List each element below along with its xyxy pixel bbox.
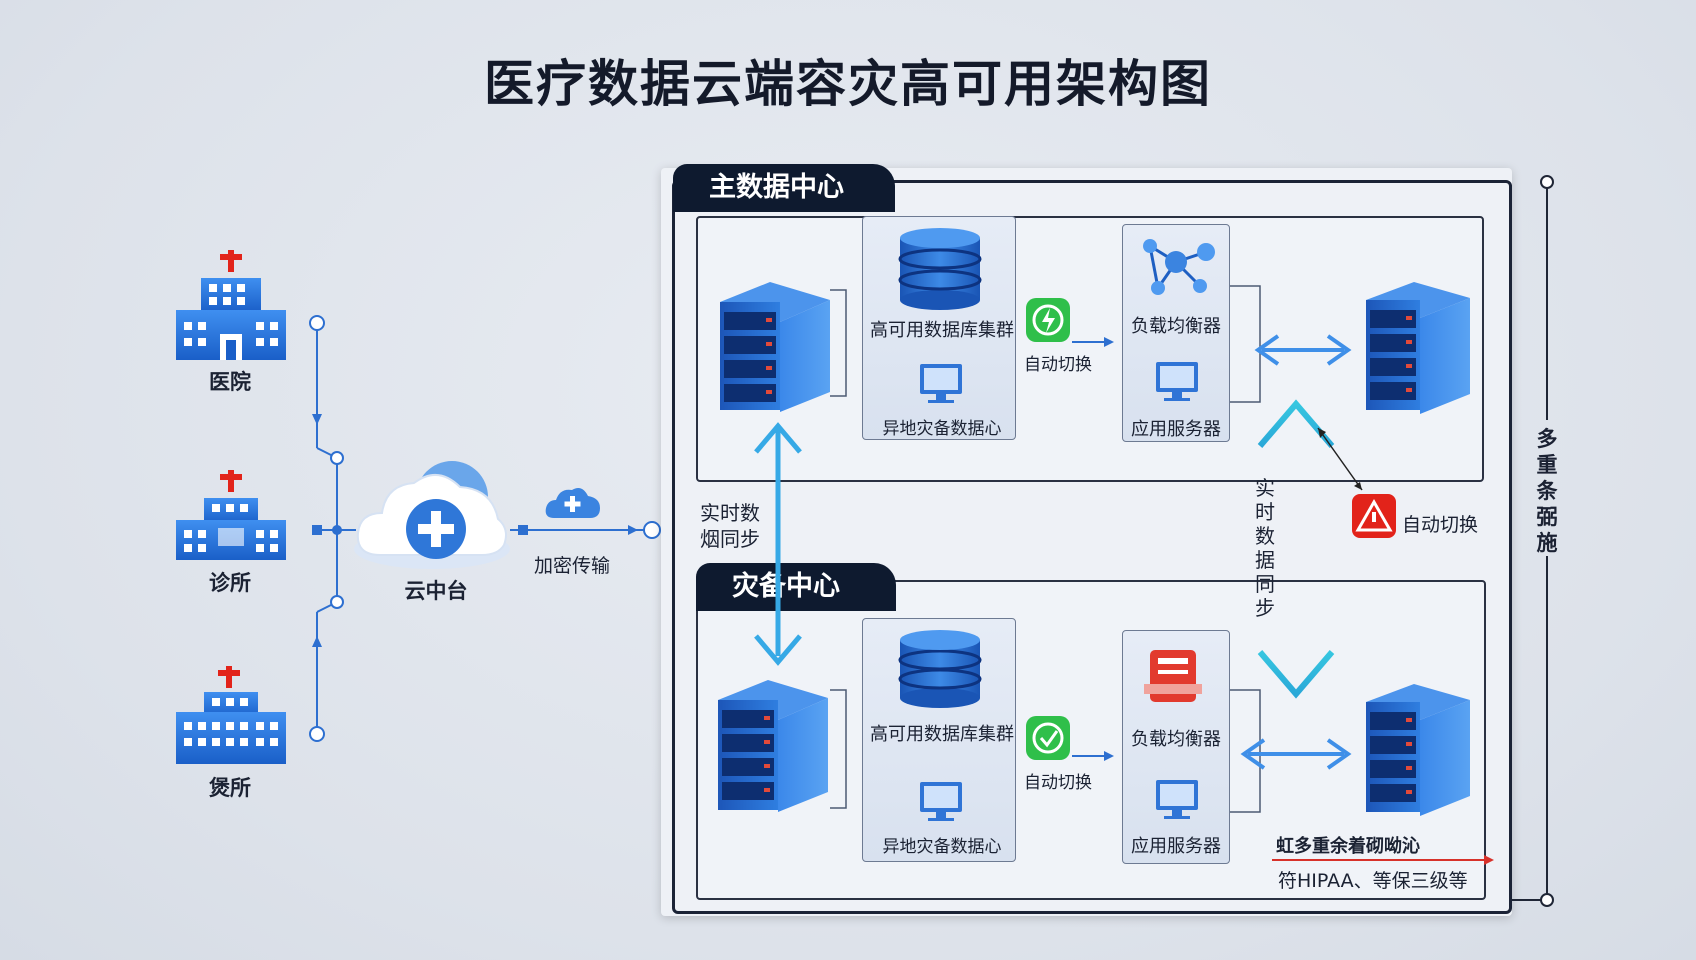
database-stack-primary-icon	[898, 228, 982, 310]
backup-db-cluster-label: 高可用数据库集群	[870, 724, 1014, 745]
backup-lb-label: 负载均衡器	[1131, 729, 1221, 750]
facility-label-hospital: 医院	[209, 370, 251, 394]
primary-dc-tab: 主数据中心	[673, 164, 895, 212]
auto-switch-label: 自动切换	[1402, 514, 1479, 536]
hospital-building-icon	[176, 250, 286, 360]
sync-label-left: 实时数 烟同步	[700, 501, 760, 551]
lb-server-arrow-primary	[1254, 334, 1352, 366]
database-stack-backup-icon	[898, 630, 982, 708]
backup-remote-dr-label: 异地灾备数据心	[882, 837, 1002, 857]
primary-lb-label: 负载均衡器	[1131, 316, 1221, 337]
primary-remote-dr-label: 异地灾备数据心	[882, 419, 1002, 439]
connector-dots	[309, 315, 661, 742]
alert-badge-icon	[1352, 494, 1396, 538]
cloud-platform-icon	[354, 461, 510, 569]
monitor-primary-dr-icon	[920, 364, 962, 403]
backup-dc-tab: 灾备中心	[696, 563, 896, 611]
server-rack-left-backup-icon	[718, 680, 828, 812]
side-note: 多 重 条 弼 施	[1536, 427, 1558, 555]
lb-server-arrow-backup	[1240, 738, 1352, 770]
primary-db-cluster-label: 高可用数据库集群	[870, 320, 1014, 341]
switch-badge-backup-icon	[1026, 716, 1070, 760]
page-title: 医疗数据云端容灾高可用架构图	[484, 55, 1212, 113]
facility-label-clinic2: 煲所	[209, 776, 251, 800]
switch-badge-primary-icon	[1026, 298, 1070, 342]
facility-label-clinic: 诊所	[209, 571, 251, 595]
sync-arrow-left	[754, 422, 802, 666]
monitor-primary-app-icon	[1156, 362, 1198, 401]
primary-app-label: 应用服务器	[1131, 419, 1221, 440]
clinic2-building-icon	[176, 666, 286, 764]
side-rail	[1512, 175, 1554, 907]
clinic-building-icon	[176, 470, 286, 560]
network-hub-icon	[1143, 239, 1215, 295]
note-line-1: 虹多重余着砌呦沁	[1276, 836, 1420, 857]
red-document-icon	[1144, 650, 1202, 702]
monitor-backup-dr-icon	[920, 782, 962, 821]
monitor-backup-app-icon	[1156, 780, 1198, 819]
mini-cloud-icon	[545, 488, 600, 518]
server-rack-left-primary-icon	[720, 282, 830, 412]
architecture-frame-border	[672, 180, 1512, 914]
backup-switch-label: 自动切换	[1024, 773, 1092, 793]
primary-switch-label: 自动切换	[1024, 355, 1092, 375]
cloud-label: 云中台	[404, 579, 468, 603]
transfer-label: 加密传输	[534, 555, 611, 577]
sync-label-right: 实 时 数 据 同 步	[1255, 476, 1275, 620]
server-rack-right-backup-icon	[1366, 684, 1470, 816]
server-rack-right-primary-icon	[1366, 282, 1470, 414]
note-line-2: 符HIPAA、等保三级等	[1278, 870, 1468, 892]
backup-app-label: 应用服务器	[1131, 836, 1221, 857]
